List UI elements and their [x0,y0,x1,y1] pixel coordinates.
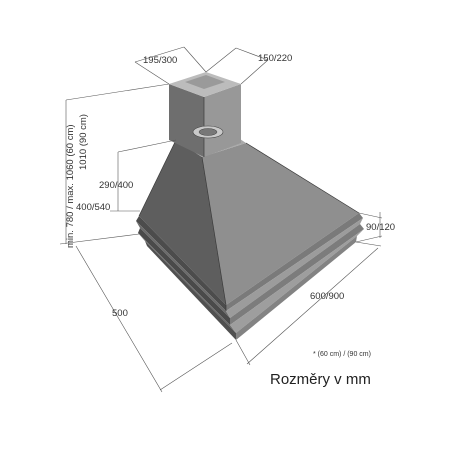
hood-base-rim [136,213,364,340]
body-height-label: 400/540 [76,202,110,213]
units-caption: Rozměry v mm [270,371,371,388]
canopy-height-label: 290/400 [99,180,133,191]
chimney-left-face [169,84,204,157]
hood-illustration [136,72,364,340]
overall-height-label: min. 780 / max. 1060 (60 cm) [65,124,76,248]
hood-width-label: 600/900 [310,291,344,302]
canopy-left-face [139,140,226,305]
canopy-right-face [202,143,359,305]
rim-height-label: 90/120 [366,222,395,233]
size-variant-note: * (60 cm) / (90 cm) [313,351,371,358]
overall-height-alt-label: 1010 (90 cm) [78,114,89,170]
chimney-depth-label: 150/220 [258,53,292,64]
hood-depth-label: 500 [112,308,128,319]
chimney-front-face [204,84,241,157]
dimension-lines [59,46,383,393]
chimney-width-label: 195/300 [143,55,177,66]
duct-collar [192,125,224,139]
